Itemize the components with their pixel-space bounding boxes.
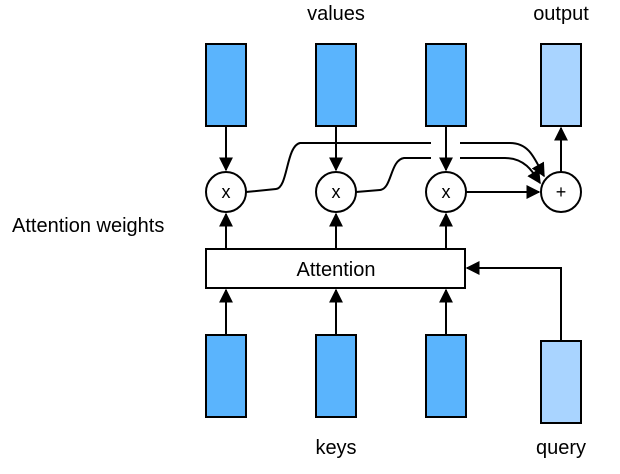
add-node: + (540, 171, 582, 213)
output-block (540, 43, 582, 127)
multiply-node-2: x (315, 171, 357, 213)
multiply-node-1: x (205, 171, 247, 213)
key-block-3 (425, 334, 467, 418)
keys-label: keys (315, 437, 356, 459)
attention-box-label: Attention (297, 259, 376, 281)
values-label: values (307, 3, 365, 25)
add-symbol: + (556, 182, 567, 202)
multiply-symbol: x (442, 182, 451, 202)
key-block-2 (315, 334, 357, 418)
value-block-2 (315, 43, 357, 127)
product-wire-2 (355, 157, 540, 192)
multiply-node-3: x (425, 171, 467, 213)
key-block-1 (205, 334, 247, 418)
multiply-symbol: x (332, 182, 341, 202)
value-block-3 (425, 43, 467, 127)
query-block (540, 340, 582, 424)
attention-box: Attention (205, 248, 466, 289)
query-arrow (465, 261, 562, 341)
output-label: output (533, 3, 589, 25)
multiply-symbol: x (222, 182, 231, 202)
attention-weights-label: Attention weights (12, 215, 164, 237)
value-block-1 (205, 43, 247, 127)
query-label: query (536, 437, 586, 459)
